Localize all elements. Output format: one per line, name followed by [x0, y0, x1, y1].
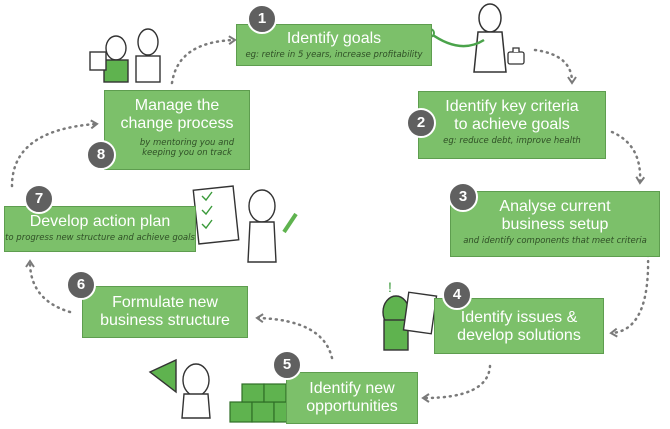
step-6-title-line1: Formulate new [112, 294, 218, 311]
step-8-subtitle-line2: keeping you on track [142, 148, 232, 158]
step-1-title: Identify goals [286, 30, 382, 47]
step-7-title: Develop action plan [29, 213, 171, 230]
step-1-subtitle: eg: retire in 5 years, increase profitab… [245, 50, 423, 60]
step-2-badge: 2 [406, 108, 436, 138]
svg-text:!: ! [388, 279, 392, 295]
briefcase-icon [507, 47, 525, 65]
arrow-8-to-1 [170, 35, 237, 85]
step-1-badge: 1 [247, 4, 277, 34]
step-4-badge: 4 [442, 280, 472, 310]
arrow-4-to-5 [421, 364, 492, 403]
step-5-title-line1: Identify new [309, 380, 395, 397]
two-people-icon [89, 28, 161, 83]
step-6-box: Formulate new business structure [82, 286, 248, 338]
step-4-title-line2: develop solutions [457, 327, 581, 344]
megaphone-figure-icon [148, 358, 211, 419]
step-2-title-line2: to achieve goals [454, 116, 570, 133]
step-5-badge: 5 [272, 350, 302, 380]
arrow-1-to-2 [533, 48, 577, 85]
doctor-figure-icon [425, 3, 507, 73]
step-2-title-line1: Identify key criteria [445, 98, 579, 115]
map-figure-icon: ! [382, 279, 438, 351]
checklist-figure-icon [192, 185, 298, 263]
step-8-title-line1: Manage the [134, 97, 220, 114]
step-7-subtitle: to progress new structure and achieve go… [5, 233, 195, 243]
step-8-title-line2: change process [120, 115, 234, 132]
arrow-5-to-6 [255, 313, 334, 360]
step-2-subtitle: eg: reduce debt, improve health [443, 136, 581, 146]
step-5-title-line2: opportunities [306, 398, 398, 415]
step-7-badge: 7 [24, 184, 54, 214]
step-3-title-line2: business setup [501, 216, 609, 233]
step-3-badge: 3 [448, 182, 478, 212]
step-3-subtitle: and identify components that meet criter… [463, 236, 647, 246]
step-8-badge: 8 [86, 140, 116, 170]
step-5-box: Identify new opportunities [286, 372, 418, 424]
step-3-title-line1: Analyse current [499, 198, 611, 215]
step-4-title-line1: Identify issues & [460, 309, 578, 326]
arrow-6-to-7 [25, 259, 72, 314]
step-8-box: Manage the change process by mentoring y… [104, 90, 250, 170]
step-4-box: Identify issues & develop solutions [434, 298, 604, 354]
step-6-title-line2: business structure [100, 312, 230, 329]
arrow-7-to-8 [10, 119, 99, 188]
step-8-subtitle-line1: by mentoring you and [139, 138, 235, 148]
step-6-badge: 6 [66, 270, 96, 300]
step-3-box: Analyse current business setup and ident… [450, 191, 660, 257]
step-2-box: Identify key criteria to achieve goals e… [418, 91, 606, 159]
arrow-2-to-3 [610, 130, 646, 185]
boxes-icon [229, 383, 297, 423]
